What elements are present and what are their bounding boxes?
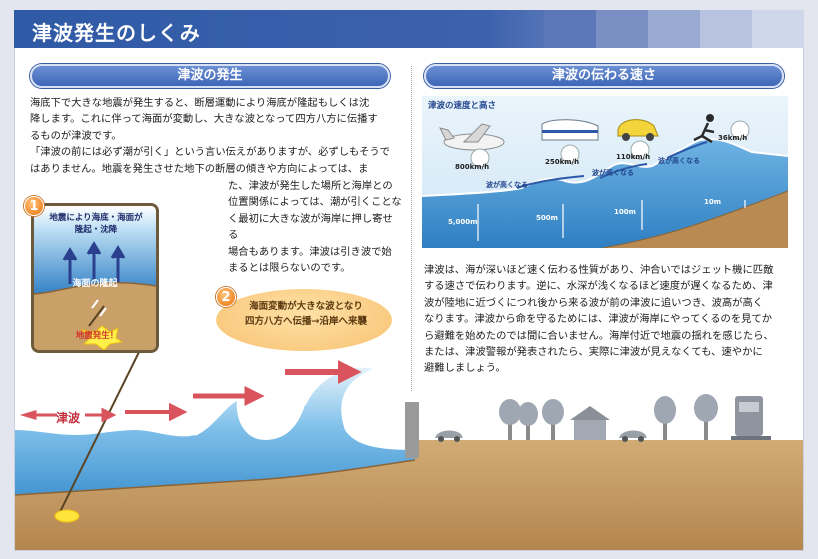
- tree-icon: [694, 394, 718, 440]
- arrow-left-icon: [19, 409, 57, 421]
- quake-label: 地震発生！: [75, 331, 119, 341]
- speed-illustration-svg: [422, 96, 788, 248]
- step1-caption: 地震により海底・海面が 隆起・沈降: [40, 212, 152, 236]
- text-line: する速さで伝わります。逆に、水深が浅くなるほど速度が遅くなるため、津: [424, 280, 773, 293]
- house-icon: [570, 406, 610, 440]
- text-line: 場合もあります。津波は引き波で始: [228, 245, 392, 258]
- text-line: なります。津波から命を守るためには、津波が海岸にやってくるのを見てか: [424, 313, 773, 326]
- step2-badge: 2: [216, 287, 236, 307]
- step1-badge: 1: [24, 196, 44, 216]
- text-line: まるとは限らないのです。: [228, 262, 351, 275]
- depth-label-500: 500m: [536, 214, 558, 222]
- arrow-right-icon: [193, 385, 265, 407]
- tsunami-scene: [15, 349, 803, 550]
- seawall: [405, 402, 419, 458]
- text-line: た、津波が発生した場所と海岸との: [228, 180, 393, 192]
- speed-label-car: 110km/h: [616, 153, 651, 161]
- car-icon: [435, 430, 463, 442]
- speed-illustration: 津波の速度と高さ 800km/h 250km/h 110km/h 36km/h …: [422, 96, 788, 248]
- tsunami-label: 津波: [56, 411, 81, 425]
- speed-label-runner: 36km/h: [718, 134, 748, 142]
- page-title: 津波発生のしくみ: [32, 21, 201, 45]
- step1-caption-line: 地震により海底・海面が: [49, 213, 143, 223]
- text-line: 位置関係によっては、潮が引くことな: [228, 196, 402, 209]
- text-line: く最初に大きな波が海岸に押し寄せる: [228, 212, 393, 242]
- text-line: 避難しましょう。: [424, 362, 506, 375]
- tree-icon: [654, 396, 676, 440]
- jet-plane-icon: [439, 123, 505, 168]
- arrow-right-icon: [285, 360, 362, 384]
- speed-label-plane: 800km/h: [455, 163, 490, 171]
- arrow-right-icon: [85, 407, 117, 423]
- text-line: 「津波の前には必ず潮が引く」という言い伝えがありますが、必ずしもそうで: [30, 146, 390, 159]
- wave-higher-label-1: 波が高くなる: [486, 181, 528, 189]
- runner-icon: [693, 114, 750, 144]
- right-paragraph: 津波は、海が深いほど速く伝わる性質があり、沖合いではジェット機に匹敵 する速さで…: [424, 262, 786, 377]
- wave-higher-label-2: 波が高くなる: [592, 169, 634, 177]
- text-line: ら避難を始めたのでは間に合いません。海岸付近で地震の揺れを感じたら、: [424, 329, 774, 342]
- section-heading-left: 津波の発生: [30, 64, 390, 88]
- step1-inset: 地震により海底・海面が 隆起・沈降 海面の隆起 地震発生！: [31, 203, 159, 353]
- text-line: 津波は、海が深いほど速く伝わる性質があり、沖合いではジェット機に匹敵: [424, 264, 774, 276]
- car-icon: [617, 119, 659, 160]
- step1-caption-line: 隆起・沈降: [74, 225, 118, 235]
- depth-label-5000: 5,000m: [448, 218, 478, 226]
- title-bar-decoration: [544, 10, 804, 48]
- step2-caption: 海面変動が大きな波となり 四方八方へ伝播→沿岸へ来襲: [226, 299, 386, 329]
- epicenter-icon: [54, 509, 80, 523]
- section-heading-right: 津波の伝わる速さ: [424, 64, 784, 88]
- text-line: はありません。地震を発生させた地下の断層の傾きや方向によっては、ま: [30, 162, 369, 175]
- step1-illustration: [34, 206, 156, 350]
- text-line: 波が陸地に近づくにつれ後から来る波が前の津波に追いつき、波高が高く: [424, 296, 764, 309]
- tree-icon: [499, 399, 521, 440]
- text-line: または、津波警報が発表されたら、実際に津波が見えなくても、速やかに: [424, 346, 763, 359]
- text-line: るものが津波です。: [30, 129, 122, 142]
- text-line: 海底下で大きな地震が発生すると、断層運動により海底が隆起もしくは沈: [30, 97, 370, 109]
- speed-label-train: 250km/h: [545, 158, 580, 166]
- bullet-train-icon: [541, 119, 599, 164]
- title-bar: 津波発生のしくみ: [14, 10, 804, 48]
- left-paragraph-1: 海底下で大きな地震が発生すると、断層運動により海底が隆起もしくは沈 降します。こ…: [30, 95, 400, 177]
- train-icon: [731, 396, 771, 440]
- speed-panel-title: 津波の速度と高さ: [428, 101, 497, 111]
- step2-caption-line: 四方八方へ伝播→沿岸へ来襲: [245, 316, 367, 327]
- tree-icon: [518, 402, 538, 440]
- step2-caption-line: 海面変動が大きな波となり: [249, 301, 363, 312]
- depth-label-100: 100m: [614, 208, 636, 216]
- depth-label-10: 10m: [704, 198, 722, 206]
- tree-icon: [542, 399, 564, 440]
- car-icon: [619, 430, 647, 442]
- wave-higher-label-3: 波が高くなる: [658, 157, 700, 165]
- left-paragraph-2: た、津波が発生した場所と海岸との 位置関係によっては、潮が引くことな く最初に大…: [228, 178, 403, 276]
- text-line: 降します。これに伴って海面が変動し、大きな波となって四方八方に伝播す: [30, 113, 378, 126]
- step2-bubble: [216, 289, 392, 351]
- arrow-right-icon: [125, 402, 188, 422]
- fault-line: [59, 349, 141, 513]
- sea-rise-label: 海面の隆起: [72, 279, 118, 289]
- column-divider: [411, 66, 412, 391]
